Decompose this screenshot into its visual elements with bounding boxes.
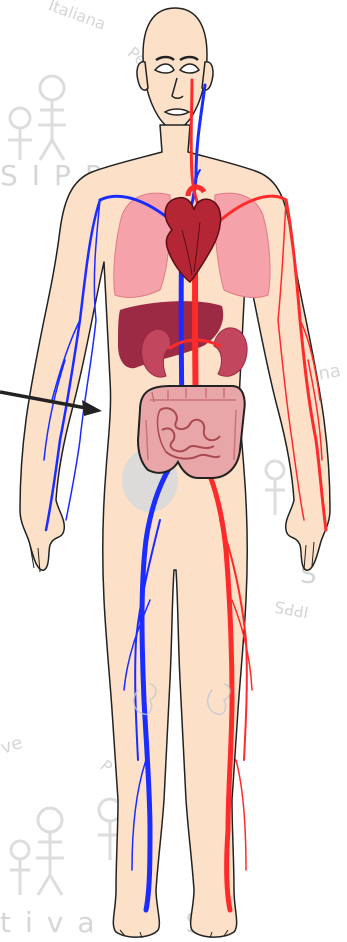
mouth xyxy=(165,109,189,115)
watermark-text: IPPS xyxy=(273,597,310,622)
watermark-text: tiva e S xyxy=(0,906,217,939)
watermark-text: P xyxy=(97,756,117,777)
large-intestine xyxy=(138,386,245,478)
watermark-text: ve xyxy=(0,732,25,759)
watermark-text: Italiana xyxy=(46,0,108,34)
